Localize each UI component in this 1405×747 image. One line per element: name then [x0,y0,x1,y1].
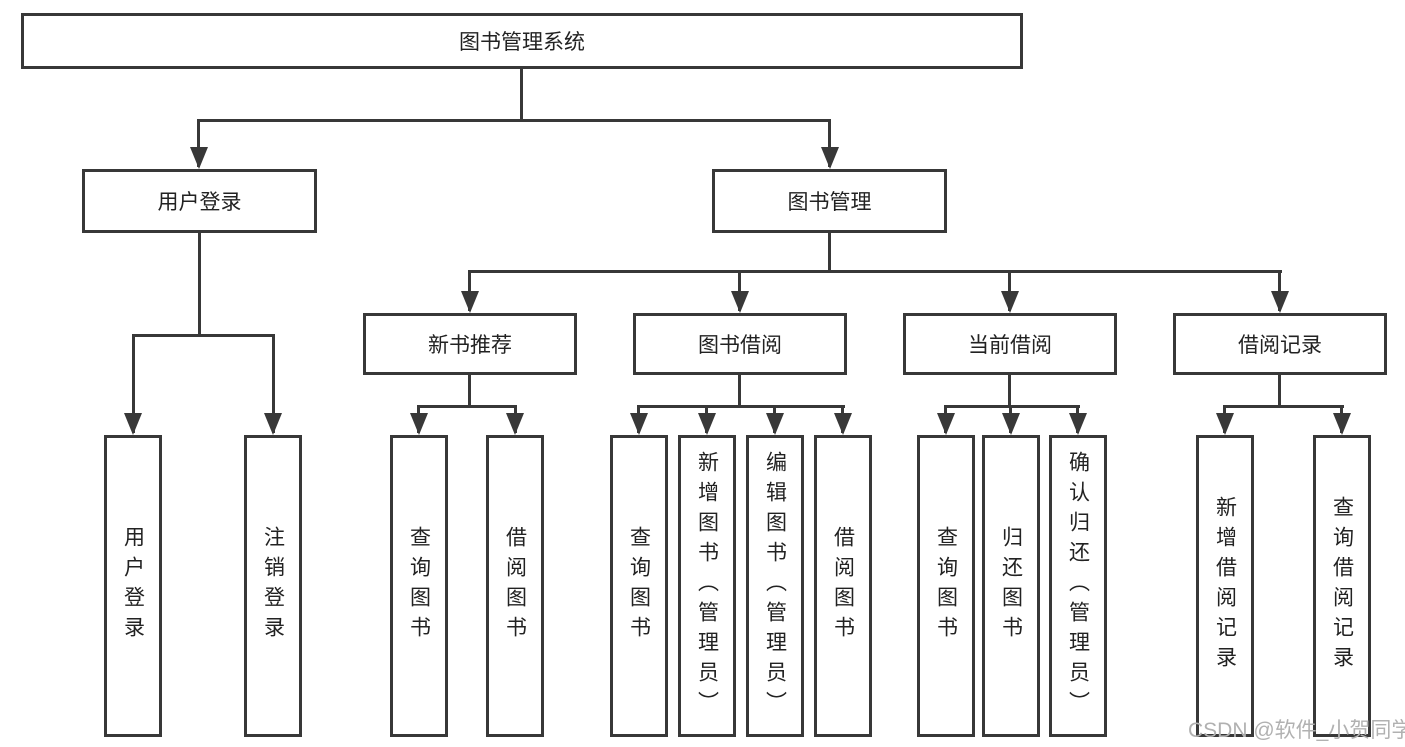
node-user-login-label: 用户登录 [157,191,242,214]
arrow-down-icon [937,413,955,435]
connector-bookborrow-hline [637,405,845,408]
arrow-down-icon [1216,413,1234,435]
arrow-down-icon [821,147,839,169]
arrow-down-icon [731,291,749,313]
node-leaf-add-borrow-record-label: 新增借阅记录 [1213,496,1237,676]
node-book-borrow: 图书借阅 [633,313,847,375]
node-user-login: 用户登录 [82,169,317,233]
arrow-down-icon [1333,413,1351,435]
node-leaf-user-login-label: 用户登录 [121,526,145,646]
node-root-label: 图书管理系统 [459,31,585,54]
node-leaf-query-book-2: 查询图书 [610,435,668,737]
arrow-down-icon [190,147,208,169]
node-book-management-label: 图书管理 [787,191,872,214]
connector-currentborrow-vline [1008,373,1011,408]
connector-borrowrecord-hline [1223,405,1344,408]
arrow-down-icon [698,413,716,435]
connector-bookmgmt-stub-4 [1278,270,1281,311]
arrow-down-icon [1069,413,1087,435]
node-leaf-add-borrow-record: 新增借阅记录 [1196,435,1254,737]
node-book-management: 图书管理 [712,169,947,233]
node-leaf-edit-book-admin: 编辑图书（管理员） [746,435,804,737]
arrow-down-icon [766,413,784,435]
node-leaf-query-book-1-label: 查询图书 [407,526,431,646]
node-leaf-user-login: 用户登录 [104,435,162,737]
node-leaf-borrow-book-2: 借阅图书 [814,435,872,737]
node-leaf-logout-label: 注销登录 [261,526,285,646]
arrow-down-icon [834,413,852,435]
connector-userlogin-vline [198,230,201,337]
connector-userlogin-hline [132,334,275,337]
node-new-book-recommend: 新书推荐 [363,313,577,375]
node-leaf-borrow-book-2-label: 借阅图书 [831,526,855,646]
node-leaf-confirm-return-admin: 确认归还（管理员） [1049,435,1107,737]
connector-root-hline [197,119,831,122]
watermark-text: CSDN @软件_小贺同学 [1188,719,1405,742]
node-new-book-recommend-label: 新书推荐 [428,334,512,357]
node-leaf-query-borrow-record: 查询借阅记录 [1313,435,1371,737]
connector-bookmgmt-stub-3 [1008,270,1011,311]
connector-root-vline [520,67,523,121]
arrow-down-icon [124,413,142,435]
connector-bookmgmt-vline [828,230,831,273]
connector-bookmgmt-stub-1 [468,270,471,311]
node-leaf-add-book-admin: 新增图书（管理员） [678,435,736,737]
connector-newbook-vline [468,373,471,408]
node-leaf-borrow-book-1-label: 借阅图书 [503,526,527,646]
arrow-down-icon [1271,291,1289,313]
connector-root-stub-right [828,119,831,167]
arrow-down-icon [410,413,428,435]
node-leaf-return-book: 归还图书 [982,435,1040,737]
connector-borrowrecord-vline [1278,373,1281,408]
node-book-borrow-label: 图书借阅 [698,334,782,357]
connector-userlogin-stub-1 [132,334,135,433]
node-root: 图书管理系统 [21,13,1023,69]
node-leaf-query-borrow-record-label: 查询借阅记录 [1330,496,1354,676]
connector-newbook-hline [417,405,517,408]
node-leaf-query-book-2-label: 查询图书 [627,526,651,646]
node-leaf-edit-book-admin-label: 编辑图书（管理员） [763,451,787,721]
arrow-down-icon [264,413,282,435]
arrow-down-icon [1001,291,1019,313]
connector-userlogin-stub-2 [272,334,275,433]
connector-root-stub-left [197,119,200,167]
node-leaf-query-book-3-label: 查询图书 [934,526,958,646]
connector-bookborrow-vline [738,373,741,408]
node-leaf-add-book-admin-label: 新增图书（管理员） [695,451,719,721]
connector-bookmgmt-hline [468,270,1282,273]
node-current-borrow-label: 当前借阅 [968,334,1052,357]
node-borrow-records-label: 借阅记录 [1238,334,1322,357]
node-leaf-query-book-3: 查询图书 [917,435,975,737]
connector-bookmgmt-stub-2 [738,270,741,311]
node-current-borrow: 当前借阅 [903,313,1117,375]
node-leaf-return-book-label: 归还图书 [999,526,1023,646]
node-leaf-borrow-book-1: 借阅图书 [486,435,544,737]
arrow-down-icon [1002,413,1020,435]
node-borrow-records: 借阅记录 [1173,313,1387,375]
node-leaf-logout: 注销登录 [244,435,302,737]
connector-currentborrow-hline [944,405,1080,408]
arrow-down-icon [630,413,648,435]
node-leaf-query-book-1: 查询图书 [390,435,448,737]
node-leaf-confirm-return-admin-label: 确认归还（管理员） [1066,451,1090,721]
arrow-down-icon [461,291,479,313]
arrow-down-icon [506,413,524,435]
